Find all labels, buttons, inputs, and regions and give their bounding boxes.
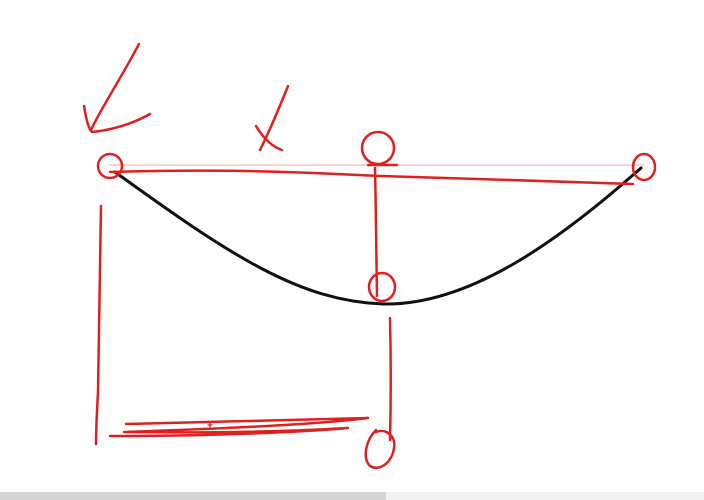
arrow-head xyxy=(82,104,152,134)
bottom-zero-scribble xyxy=(364,428,396,469)
bottom-scribble-tick xyxy=(207,422,213,428)
lowest-point-circle xyxy=(367,271,397,303)
bottom-horizontal-scribble xyxy=(108,416,370,438)
right-anchor-circle xyxy=(631,152,657,182)
horizontal-scrollbar[interactable] xyxy=(0,492,704,500)
mid-top-circle xyxy=(360,130,396,166)
arrow-stroke xyxy=(89,42,141,132)
left-vertical-line xyxy=(94,204,103,446)
mid-vertical-line xyxy=(373,166,379,298)
scrollbar-thumb[interactable] xyxy=(0,492,386,500)
hanging-curve xyxy=(113,166,643,306)
right-vertical-line xyxy=(388,316,392,442)
left-anchor-circle xyxy=(96,152,124,180)
annotation-x xyxy=(254,84,290,152)
top-chord-line xyxy=(108,169,635,186)
